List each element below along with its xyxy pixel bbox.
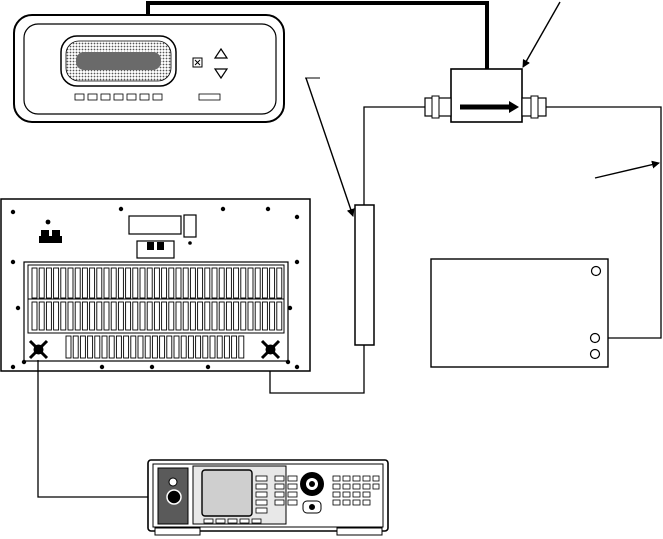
generator-keypad[interactable] xyxy=(332,475,380,506)
signal-generator xyxy=(147,459,389,536)
power-meter-to-sensor-cable xyxy=(146,1,489,70)
amplifier-power-connector xyxy=(39,219,62,243)
amplifier-input-connector xyxy=(28,339,49,360)
rf-load xyxy=(430,258,609,368)
up-arrow-icon[interactable] xyxy=(213,47,229,59)
power-meter-softkeys[interactable] xyxy=(74,93,221,101)
generator-function-keys[interactable] xyxy=(274,475,298,506)
generator-softkeys[interactable] xyxy=(203,475,268,524)
generator-knob[interactable] xyxy=(300,472,324,496)
power-meter-display xyxy=(60,35,177,87)
power-sensor xyxy=(354,204,375,346)
coupler-to-amplifier-output-cable xyxy=(269,345,365,394)
sensor-callout-arrow xyxy=(305,77,355,217)
power-meter xyxy=(13,14,285,123)
generator-rf-output-connector xyxy=(166,489,182,505)
down-arrow-icon[interactable] xyxy=(213,68,229,80)
mounting-screws xyxy=(10,206,300,370)
amplifier-output-connector xyxy=(260,339,281,360)
terminal-block xyxy=(136,240,175,259)
load-cable-callout-arrow xyxy=(594,160,660,179)
generator-arrow-keys[interactable] xyxy=(302,500,322,514)
amplifier-chassis xyxy=(0,198,311,372)
coupler-callout-arrow xyxy=(522,1,561,68)
heatsink-fins xyxy=(27,264,285,359)
directional-coupler xyxy=(424,68,547,123)
load-input-connector xyxy=(589,332,601,344)
amplifier-input-to-generator-cable xyxy=(37,360,174,498)
sensor-to-coupler-cable xyxy=(363,106,425,205)
coupler-to-load-cable xyxy=(546,106,662,339)
generator-screen xyxy=(201,469,253,517)
